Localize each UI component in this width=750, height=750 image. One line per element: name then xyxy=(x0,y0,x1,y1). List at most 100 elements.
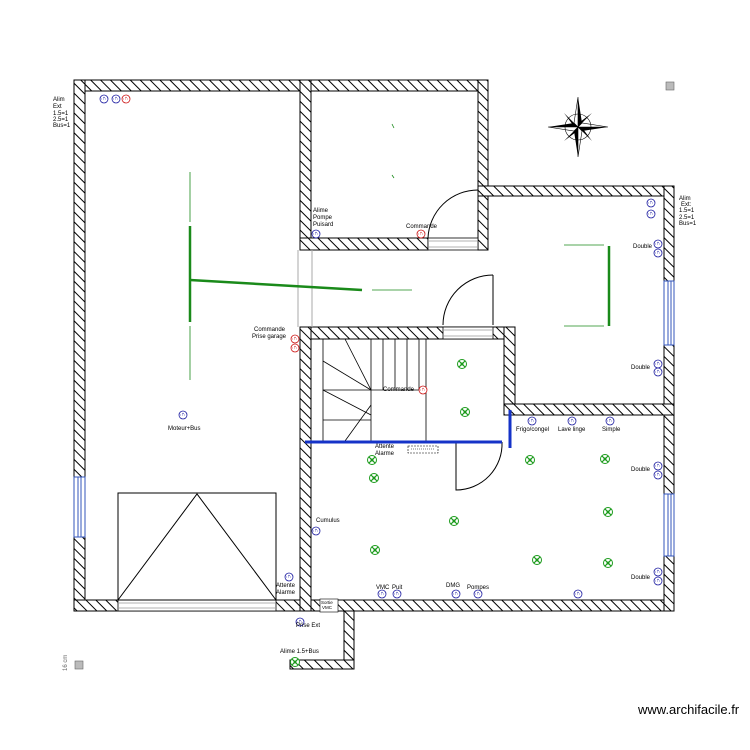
wall-right-wing-top xyxy=(477,185,675,197)
light-point-icon xyxy=(600,454,610,464)
socket-command-icon xyxy=(121,94,131,104)
window-left xyxy=(73,476,86,538)
door-swing-kitchen xyxy=(455,441,503,491)
socket-command-icon xyxy=(416,229,426,239)
label-alim-left-0: Alim xyxy=(53,97,65,103)
socket-icon xyxy=(99,94,109,104)
label-alim-pompe-0: Alime xyxy=(313,208,329,214)
socket-icon xyxy=(653,239,663,249)
light-point-icon xyxy=(603,507,613,517)
label-attente-mid-0: Attente xyxy=(375,444,395,450)
scale-label: 16 cm xyxy=(63,655,69,671)
label-attente-mid-1: Alarme xyxy=(375,451,395,457)
label-commande-top: Commande xyxy=(406,224,438,230)
labels: Alim Ext 1.5=1 2.5=1 Bus=1 Alim Ext: 1.5… xyxy=(53,97,740,717)
wall-interior-right-stub xyxy=(477,195,489,251)
socket-icon xyxy=(605,416,615,426)
light-point-icon xyxy=(369,473,379,483)
label-alim-left-4: Bus=1 xyxy=(53,123,71,129)
socket-command-icon xyxy=(418,385,428,395)
socket-icon xyxy=(111,94,121,104)
label-commande-stairs: Commande xyxy=(383,387,415,393)
socket-icon xyxy=(567,416,577,426)
label-frigo: Frigo/congel xyxy=(516,427,549,433)
label-double-2: Double xyxy=(631,365,651,371)
alarm-placeholder xyxy=(407,445,439,454)
socket-command-icon xyxy=(290,334,300,344)
label-alim-right-3: 2.5=1 xyxy=(679,215,695,221)
wall-right xyxy=(663,185,675,612)
wall-interior-upper-bottom xyxy=(299,237,429,251)
label-simple: Simple xyxy=(602,427,621,433)
wall-kitchen-top xyxy=(503,403,675,416)
light-point-icon xyxy=(460,407,470,417)
socket-icon xyxy=(392,589,402,599)
label-cumulus: Cumulus xyxy=(316,518,340,524)
light-point-icon xyxy=(290,657,300,667)
label-double-3: Double xyxy=(631,467,651,473)
socket-icon xyxy=(653,461,663,471)
blue-partition xyxy=(305,410,512,448)
label-alim-right-2: 1.5=1 xyxy=(679,208,695,214)
socket-icon xyxy=(653,470,663,480)
staircase xyxy=(322,338,427,442)
label-lave-linge: Lave linge xyxy=(558,427,586,433)
label-double-4: Double xyxy=(631,575,651,581)
light-point-icon xyxy=(532,555,542,565)
label-attente-bottom-0: Attente xyxy=(276,583,296,589)
label-moteur-bus: Moteur+Bus xyxy=(168,426,201,432)
socket-icon xyxy=(178,410,188,420)
garage-door xyxy=(117,492,277,601)
light-point-icon xyxy=(525,455,535,465)
compass-rose-icon xyxy=(547,96,609,158)
socket-icon xyxy=(573,589,583,599)
window-right-upper xyxy=(663,280,675,346)
socket-icon xyxy=(646,198,656,208)
label-alim-left-1: Ext xyxy=(53,104,62,110)
label-prise-ext: Prise Ext xyxy=(296,623,320,629)
corner-marker-top-right xyxy=(665,81,675,91)
label-commande-garage-0: Commande xyxy=(254,327,286,333)
label-double-1: Double xyxy=(633,244,653,250)
walls xyxy=(73,79,675,670)
socket-icon xyxy=(527,416,537,426)
label-sortie-vmc-0: Sortie xyxy=(321,600,333,605)
socket-icon xyxy=(473,589,483,599)
light-point-icon xyxy=(457,359,467,369)
door-swing-hall xyxy=(442,274,494,326)
label-commande-garage-1: Prise garage xyxy=(252,334,287,340)
label-vmc: VMC xyxy=(376,585,390,591)
wall-stairs-right xyxy=(503,326,516,416)
green-wiring xyxy=(188,123,611,380)
socket-icon xyxy=(653,367,663,377)
label-alime-bus: Alime 1.5+Bus xyxy=(280,649,319,655)
socket-icon xyxy=(311,229,321,239)
label-pompes: Pompes xyxy=(467,585,489,591)
light-point-icon xyxy=(449,516,459,526)
wall-interior-vertical-top xyxy=(299,79,312,251)
doors xyxy=(427,189,503,491)
wall-top-left xyxy=(73,79,489,92)
partition-lines xyxy=(297,250,313,327)
label-sortie-vmc-1: VMC xyxy=(322,605,333,610)
label-alim-pompe-2: Puisard xyxy=(313,222,333,228)
window-right-lower xyxy=(663,493,675,557)
sortie-vmc-box xyxy=(319,598,339,613)
label-alim-left-3: 2.5=1 xyxy=(53,117,69,123)
socket-icon xyxy=(284,572,294,582)
socket-command-icon xyxy=(290,343,300,353)
label-alim-right-4: Bus=1 xyxy=(679,221,697,227)
socket-icon xyxy=(451,589,461,599)
windows xyxy=(73,280,675,557)
socket-icon xyxy=(653,567,663,577)
label-alim-left-2: 1.5=1 xyxy=(53,111,69,117)
watermark: www.archifacile.fr xyxy=(637,702,740,717)
label-dmg: DMG xyxy=(446,583,460,589)
socket-icon xyxy=(295,617,305,627)
socket-icon xyxy=(311,526,321,536)
corner-marker-bottom-left xyxy=(74,660,84,670)
socket-icon xyxy=(653,248,663,258)
label-alim-right-0: Alim xyxy=(679,196,691,202)
electrical-symbols xyxy=(99,94,663,667)
